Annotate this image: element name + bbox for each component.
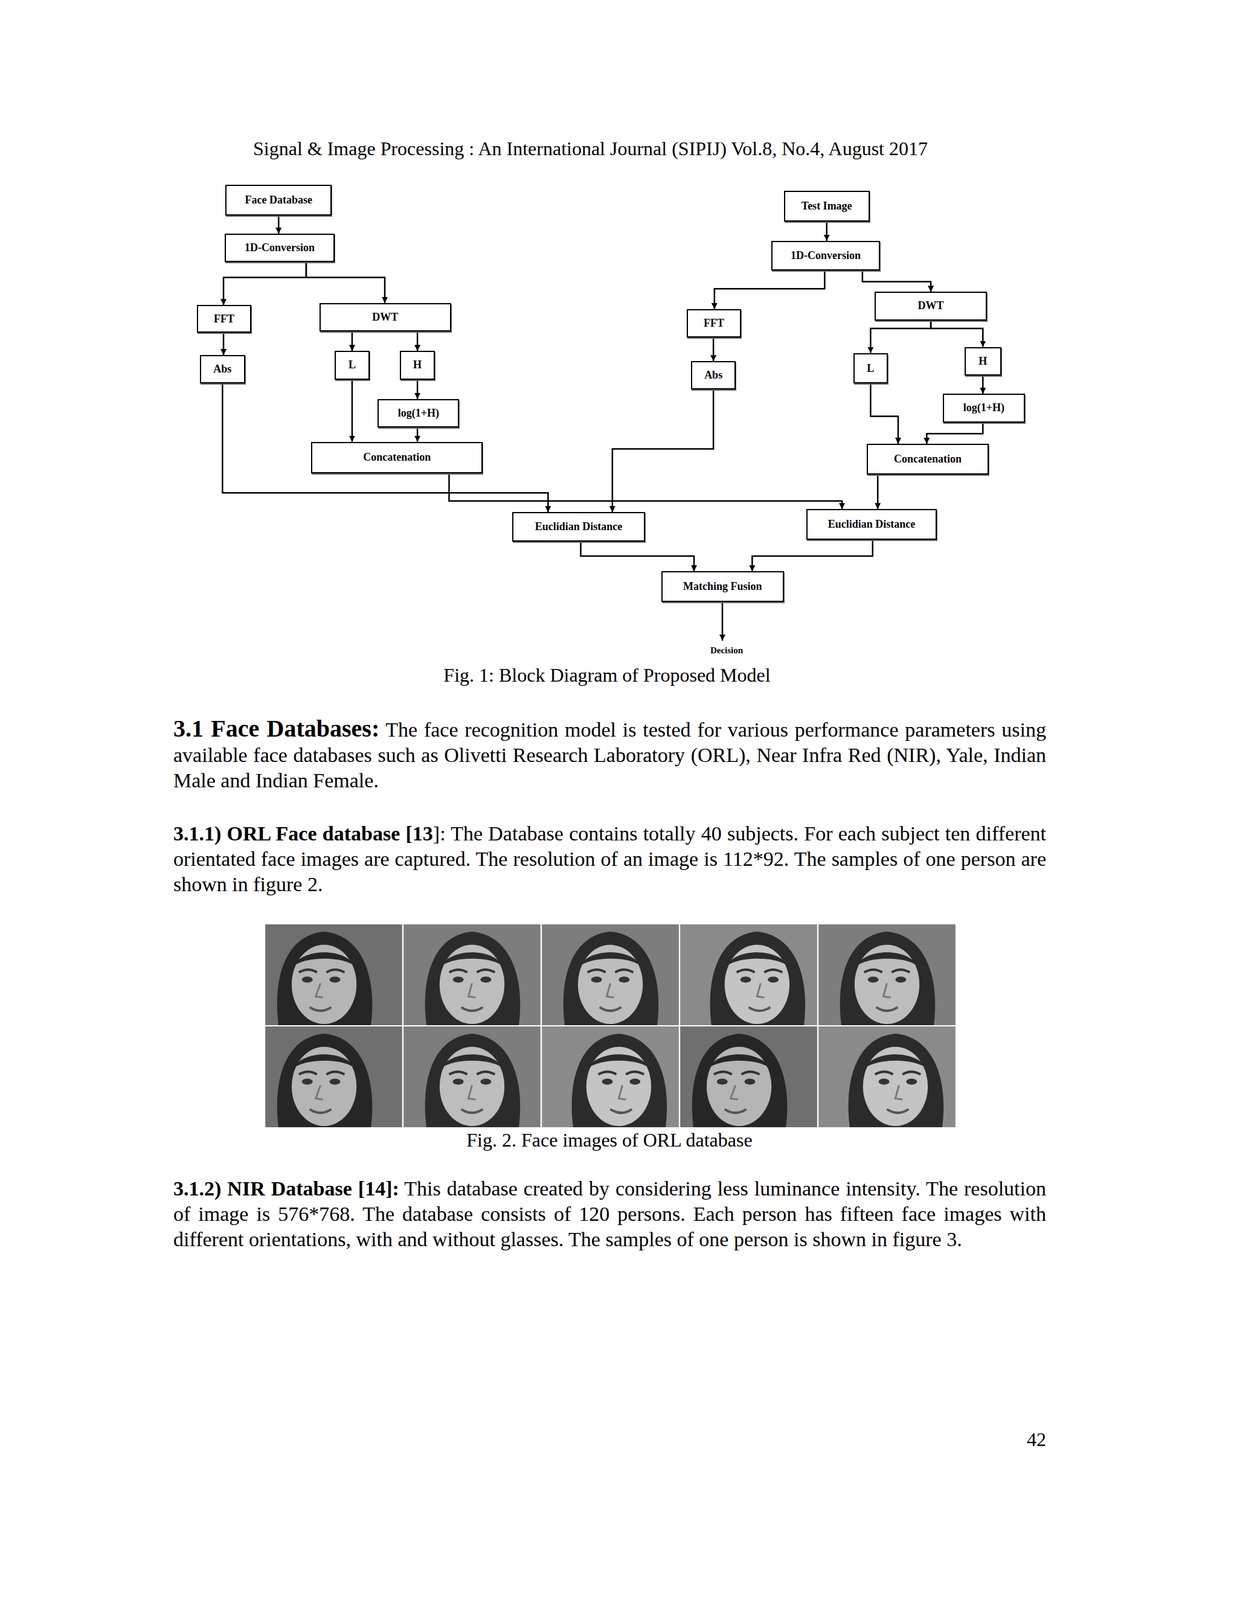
process-box: Abs bbox=[199, 355, 245, 384]
box-label: Euclidian Distance bbox=[828, 518, 916, 531]
box-label: H bbox=[978, 355, 987, 368]
flow-arrow bbox=[223, 262, 307, 306]
box-label: DWT bbox=[372, 311, 399, 324]
running-header: Signal & Image Processing : An Internati… bbox=[253, 137, 1039, 161]
flow-arrow bbox=[862, 270, 931, 292]
box-label: Face Database bbox=[245, 193, 313, 207]
box-label: 1D-Conversion bbox=[244, 241, 315, 255]
box-label: Abs bbox=[704, 369, 723, 382]
text-run: Signal & Image Processing : An Internati… bbox=[253, 137, 928, 160]
box-label: Matching Fusion bbox=[683, 580, 763, 594]
figure-caption: Fig. 2. Face images of ORL database bbox=[367, 1129, 852, 1152]
flow-arrow bbox=[416, 379, 419, 400]
box-label: L bbox=[348, 358, 356, 372]
process-box: FFT bbox=[196, 305, 252, 333]
flow-arrow bbox=[277, 215, 280, 234]
box-label: 1D-Conversion bbox=[790, 249, 861, 263]
process-box: H bbox=[399, 350, 435, 380]
process-box: Test Image bbox=[783, 190, 870, 222]
box-label: log(1+H) bbox=[963, 401, 1005, 415]
figure-caption: Fig. 1: Block Diagram of Proposed Model bbox=[365, 664, 849, 687]
flow-arrow bbox=[612, 389, 714, 513]
process-box: Concatenation bbox=[311, 442, 483, 474]
flow-arrow bbox=[825, 221, 828, 241]
process-box: Concatenation bbox=[866, 443, 990, 475]
process-box: DWT bbox=[319, 303, 452, 332]
process-box: Euclidian Distance bbox=[512, 512, 646, 542]
text-run: Fig. 1: Block Diagram of Proposed Model bbox=[443, 664, 771, 687]
text-run: 3.1.1) ORL Face database [13 bbox=[173, 822, 434, 846]
flow-arrow bbox=[877, 474, 879, 510]
box-label: Test Image bbox=[801, 199, 853, 213]
text-run: 3.1.2) NIR Database [14]: bbox=[173, 1177, 400, 1201]
body-paragraph: 3.1.1) ORL Face database [13]: The Datab… bbox=[173, 821, 1047, 898]
process-box: H bbox=[964, 347, 1002, 376]
process-box: L bbox=[334, 350, 370, 380]
process-box: Matching Fusion bbox=[661, 571, 784, 603]
flow-arrow bbox=[351, 331, 354, 351]
page-number: 42 bbox=[925, 1429, 1047, 1452]
flow-arrow bbox=[982, 375, 984, 394]
process-box: DWT bbox=[874, 291, 987, 321]
box-label: Euclidian Distance bbox=[535, 520, 623, 534]
body-paragraph: 3.1 Face Databases:The face recognition … bbox=[173, 716, 1047, 794]
box-label: Concatenation bbox=[893, 453, 962, 466]
flow-arrow bbox=[222, 332, 225, 356]
process-box: Abs bbox=[690, 361, 736, 390]
box-label: L bbox=[866, 362, 874, 376]
process-box: 1D-Conversion bbox=[771, 240, 880, 271]
flow-arrow bbox=[870, 383, 899, 444]
box-label: FFT bbox=[213, 312, 235, 326]
process-box: 1D-Conversion bbox=[224, 233, 335, 263]
flow-arrow bbox=[870, 320, 931, 354]
text-run: Decision bbox=[710, 645, 743, 656]
process-box: log(1+H) bbox=[942, 393, 1025, 423]
box-label: log(1+H) bbox=[398, 407, 440, 420]
flow-arrow bbox=[580, 541, 695, 572]
box-label: Abs bbox=[213, 363, 232, 376]
flow-arrow bbox=[306, 262, 385, 304]
flow-arrow bbox=[351, 379, 354, 443]
box-label: DWT bbox=[918, 299, 945, 313]
box-label: FFT bbox=[703, 317, 725, 330]
flow-arrow bbox=[448, 473, 842, 510]
text-run: 42 bbox=[1026, 1429, 1047, 1451]
process-box: FFT bbox=[686, 309, 742, 338]
flow-arrow bbox=[416, 331, 419, 351]
flow-arrow bbox=[751, 539, 873, 572]
process-box: L bbox=[853, 353, 888, 385]
flow-arrow bbox=[930, 320, 983, 348]
text-run: Fig. 2. Face images of ORL database bbox=[466, 1129, 752, 1152]
process-box: Euclidian Distance bbox=[806, 509, 937, 540]
flow-arrow bbox=[926, 422, 983, 444]
box-label: H bbox=[413, 358, 422, 372]
flow-arrow bbox=[714, 270, 825, 310]
body-paragraph: 3.1.2) NIR Database [14]:This database c… bbox=[173, 1176, 1047, 1253]
decision-label: Decision bbox=[678, 644, 775, 657]
process-box: log(1+H) bbox=[377, 399, 460, 428]
flow-arrow bbox=[222, 383, 548, 513]
flow-arrow bbox=[416, 427, 419, 443]
flow-arrow bbox=[712, 337, 715, 362]
box-label: Concatenation bbox=[363, 451, 431, 464]
process-box: Face Database bbox=[225, 184, 332, 216]
text-run: 3.1 Face Databases: bbox=[173, 715, 380, 743]
